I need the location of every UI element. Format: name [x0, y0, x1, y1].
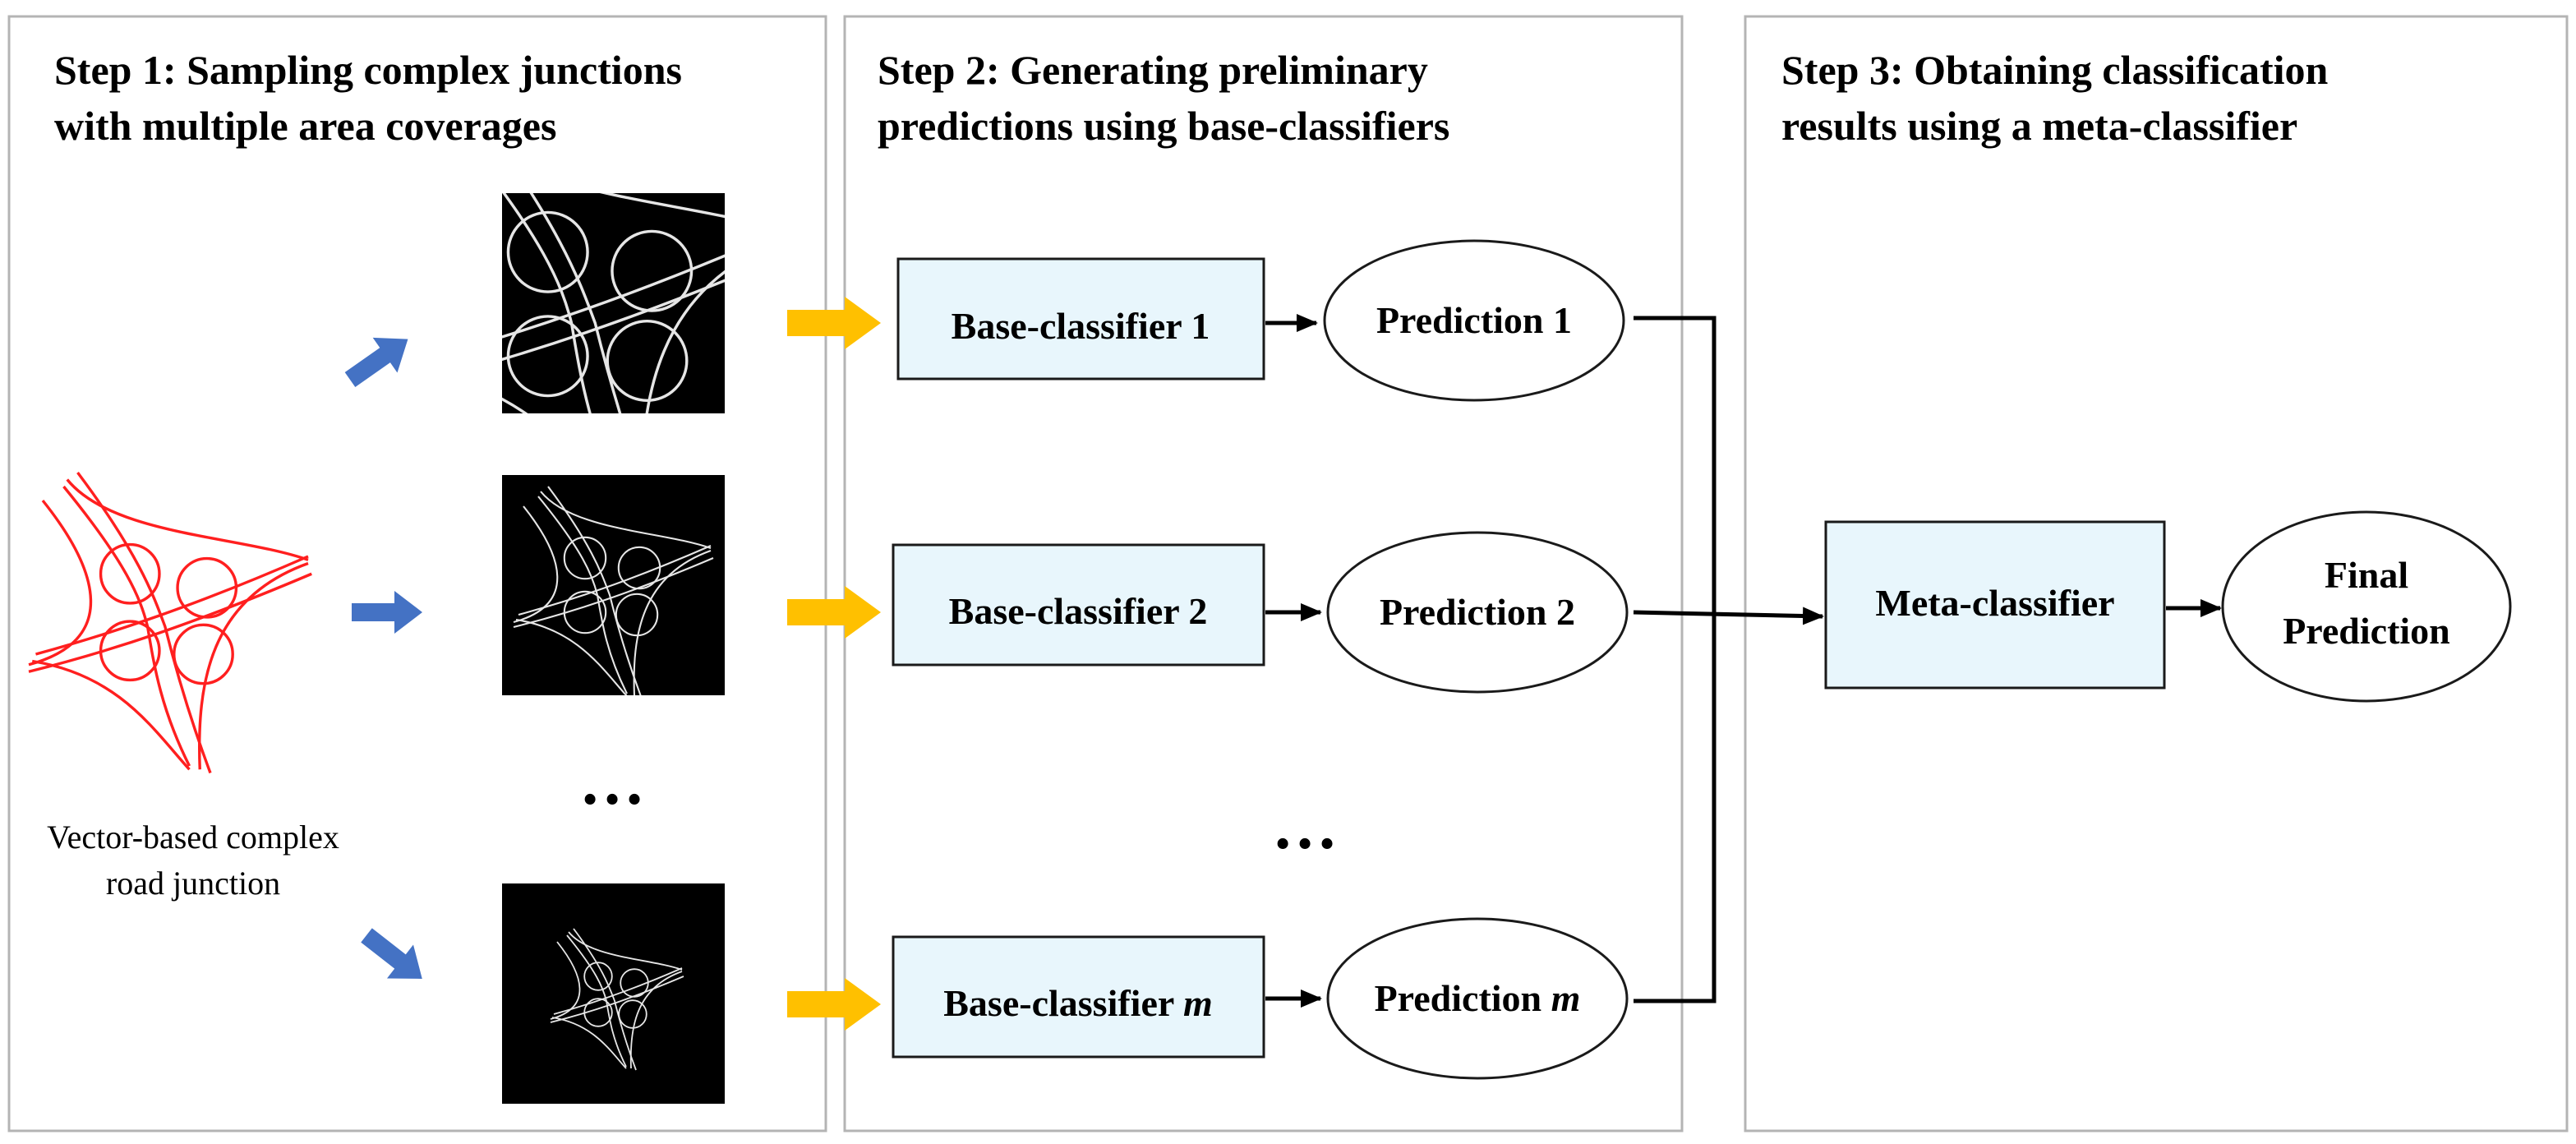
- yellow-arrow-2-icon: [787, 586, 881, 639]
- meta-classifier: Meta-classifier: [1824, 520, 2166, 690]
- prediction-2: Prediction 2: [1326, 531, 1629, 694]
- svg-text:Prediction: Prediction: [2283, 610, 2450, 652]
- prediction-m: Prediction m: [1326, 917, 1629, 1080]
- base-classifier-m: Base-classifier m: [892, 935, 1265, 1059]
- step2-title-line2: predictions using base-classifiers: [878, 103, 1449, 149]
- junction-caption-line2: road junction: [106, 865, 280, 902]
- svg-text:Meta-classifier: Meta-classifier: [1875, 582, 2114, 624]
- junction-caption-line1: Vector-based complex: [47, 819, 339, 856]
- step1-title-line2: with multiple area coverages: [54, 103, 556, 149]
- svg-text:Base-classifier 1: Base-classifier 1: [952, 305, 1210, 347]
- svg-text:Final: Final: [2325, 554, 2408, 596]
- svg-text:Prediction m: Prediction m: [1375, 977, 1581, 1019]
- blue-arrow-up-icon: [344, 337, 408, 388]
- step2-title-line1: Step 2: Generating preliminary: [878, 47, 1428, 93]
- yellow-arrow-m-icon: [787, 978, 881, 1031]
- yellow-arrow-1-icon: [787, 297, 881, 349]
- thumbnail-ellipsis: …: [579, 746, 645, 819]
- sample-thumbnail-large-coverage: [502, 193, 725, 413]
- svg-text:Prediction 1: Prediction 1: [1376, 299, 1572, 341]
- blue-arrow-down-icon: [361, 928, 422, 979]
- sample-thumbnail-medium-coverage: [502, 475, 725, 695]
- step1-title-line1: Step 1: Sampling complex junctions: [54, 47, 682, 93]
- arrow-predictions-to-meta: [1633, 607, 1824, 625]
- sample-thumbnail-small-coverage: [502, 883, 725, 1104]
- step3-title-line1: Step 3: Obtaining classification: [1781, 47, 2329, 93]
- final-prediction: Final Prediction: [2221, 510, 2512, 703]
- base-classifier-2: Base-classifier 2: [892, 543, 1265, 667]
- prediction-1: Prediction 1: [1323, 239, 1625, 402]
- svg-text:Base-classifier 2: Base-classifier 2: [949, 590, 1208, 632]
- blue-arrow-right-icon: [352, 591, 422, 634]
- collector-line: [1634, 316, 1717, 1003]
- svg-text:Prediction 2: Prediction 2: [1380, 591, 1575, 633]
- step3-title-line2: results using a meta-classifier: [1781, 103, 2297, 149]
- prediction-ellipsis: …: [1272, 791, 1338, 863]
- svg-text:Base-classifier m: Base-classifier m: [943, 982, 1212, 1024]
- base-classifier-1: Base-classifier 1: [896, 257, 1265, 381]
